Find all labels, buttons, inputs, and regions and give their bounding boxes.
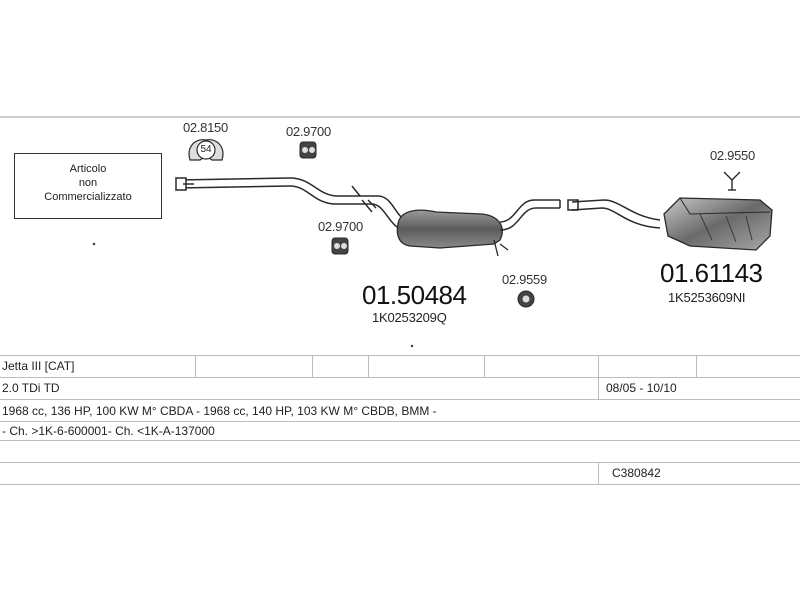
mount-mid-code: 02.9700 [318, 219, 363, 234]
hanger-front [361, 199, 373, 213]
table-divider [598, 462, 599, 484]
legend-line-3: Commercializzato [44, 191, 132, 203]
rubber-mount-low [517, 290, 535, 308]
table-line [0, 462, 800, 463]
years-cell: 08/05 - 10/10 [606, 381, 677, 395]
middle-muffler-code: 01.50484 [362, 280, 467, 310]
hanger-right [723, 171, 741, 191]
rear-muffler-oem: 1K5253609NI [668, 290, 746, 305]
mount-low-code: 02.9559 [502, 272, 547, 287]
rubber-mount-mid [331, 237, 349, 255]
table-line [0, 377, 800, 378]
engine-cell: 2.0 TDi TD [2, 381, 60, 395]
rear-muffler-code: 01.61143 [660, 258, 763, 288]
clamp-part [188, 139, 224, 161]
table-divider [598, 377, 599, 399]
exhaust-diagram [92, 139, 773, 348]
legend-box: Articolo non Commercializzato [14, 153, 162, 219]
rear-pipe [567, 199, 661, 229]
model-cell: Jetta III [CAT] [2, 359, 75, 373]
clamp-label: 54 [200, 144, 212, 155]
middle-muffler-oem: 1K0253209Q [372, 310, 447, 325]
table-divider [312, 355, 313, 377]
specs-cell: 1968 cc, 136 HP, 100 KW M° CBDA - 1968 c… [2, 404, 437, 418]
table-line [0, 421, 800, 422]
table-line [0, 484, 800, 485]
legend-line-1: Articolo [69, 163, 107, 175]
hanger-right-code: 02.9550 [710, 148, 755, 163]
table-divider [368, 355, 369, 377]
reference-cell: C380842 [612, 466, 661, 480]
table-divider [598, 355, 599, 377]
dot-marker [92, 242, 96, 246]
intermediate-pipe [499, 199, 561, 231]
dot-marker [410, 344, 414, 348]
rubber-mount-top [299, 141, 317, 159]
table-divider [195, 355, 196, 377]
table-line [0, 440, 800, 441]
mount-top-code: 02.9700 [286, 124, 331, 139]
clamp-code: 02.8150 [183, 120, 228, 135]
top-border [0, 116, 800, 118]
table-divider [696, 355, 697, 377]
chassis-cell: - Ch. >1K-6-600001- Ch. <1K-A-137000 [2, 424, 215, 438]
middle-muffler [396, 209, 509, 257]
table-divider [484, 355, 485, 377]
table-line [0, 355, 800, 356]
rear-muffler [663, 197, 773, 251]
front-pipe [175, 177, 411, 231]
table-line [0, 399, 800, 400]
legend-line-2: non [78, 177, 98, 189]
